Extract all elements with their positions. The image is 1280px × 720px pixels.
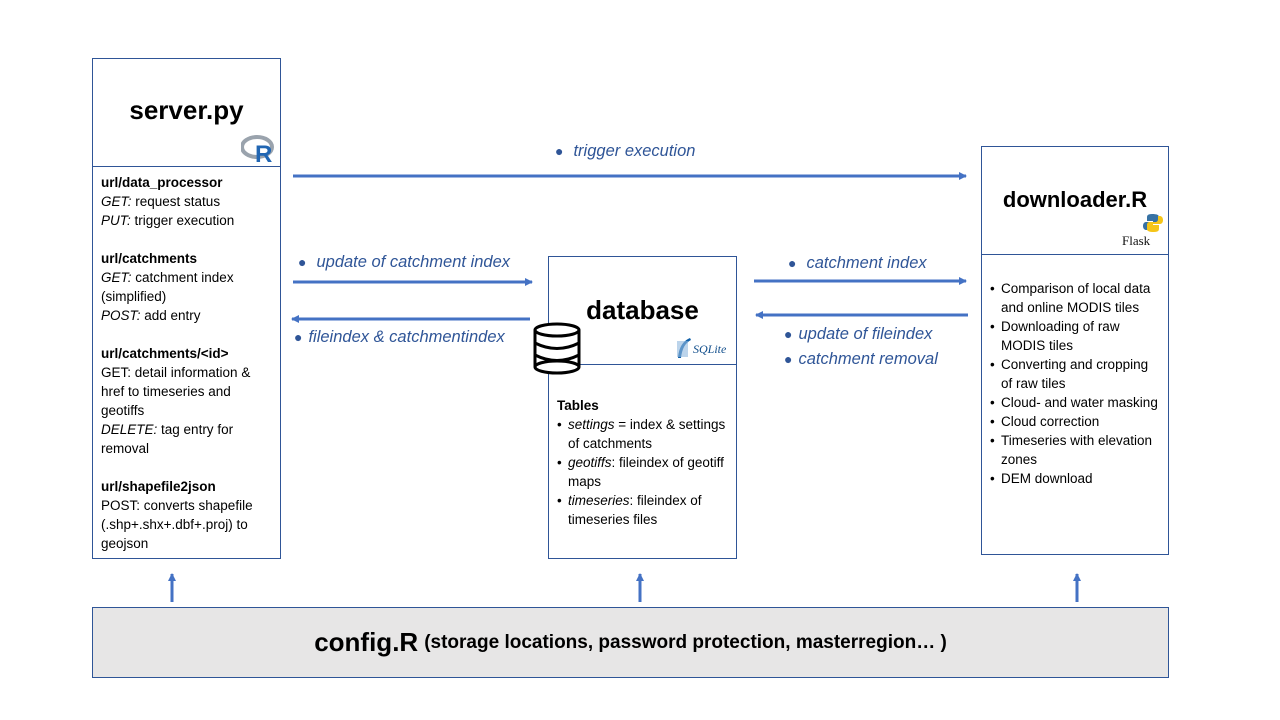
sqlite-logo-text: SQLite bbox=[693, 342, 727, 356]
endpoint-line: PUT: trigger execution bbox=[101, 211, 274, 230]
method-desc: (simplified) bbox=[101, 289, 167, 304]
method-desc: geotiffs bbox=[101, 403, 145, 418]
database-icon bbox=[533, 322, 581, 375]
update-catchment-index-text: update of catchment index bbox=[316, 253, 511, 271]
server-title: server.py bbox=[129, 95, 244, 125]
update-catchment-index-label: ●update of catchment index bbox=[298, 253, 511, 271]
config-subtitle: (storage locations, password protection,… bbox=[424, 631, 947, 653]
endpoint-line: href to timeseries and bbox=[101, 382, 274, 401]
endpoint-shapefile2json: url/shapefile2json bbox=[101, 479, 216, 494]
list-item: Cloud- and water masking bbox=[990, 393, 1162, 412]
endpoint-line: GET: catchment index bbox=[101, 268, 274, 287]
method-desc: add entry bbox=[140, 308, 201, 323]
method-label: GET: bbox=[101, 270, 132, 285]
method-desc: (.shp+.shx+.dbf+.proj) to bbox=[101, 517, 248, 532]
catchment-removal-label: ●catchment removal bbox=[784, 350, 938, 368]
python-logo-icon bbox=[1143, 214, 1163, 232]
table-name: geotiffs bbox=[568, 455, 612, 470]
database-box: database SQLite Tables settings = index … bbox=[548, 256, 737, 559]
fileindex-label-text: fileindex & catchmentindex bbox=[308, 328, 505, 346]
endpoint-line: GET: request status bbox=[101, 192, 274, 211]
list-item: settings = index & settings of catchment… bbox=[557, 415, 730, 453]
downloader-header: downloader.R Flask bbox=[982, 147, 1168, 255]
endpoint-line: geojson bbox=[101, 534, 274, 553]
endpoint-line: DELETE: tag entry for bbox=[101, 420, 274, 439]
endpoint-line: GET: detail information & bbox=[101, 363, 274, 382]
list-item: Timeseries with elevation zones bbox=[990, 431, 1162, 469]
tables-heading: Tables bbox=[557, 398, 599, 413]
r-logo-icon: R bbox=[241, 135, 274, 163]
list-item: Converting and cropping of raw tiles bbox=[990, 355, 1162, 393]
table-desc: : fileindex of geotiff maps bbox=[568, 455, 724, 489]
config-bar: config.R (storage locations, password pr… bbox=[92, 607, 1169, 678]
server-header: server.py R bbox=[93, 59, 280, 167]
trigger-label-text: trigger execution bbox=[573, 142, 696, 160]
list-item: Downloading of raw MODIS tiles bbox=[990, 317, 1162, 355]
list-item: timeseries: fileindex of timeseries file… bbox=[557, 491, 730, 529]
database-header: database SQLite bbox=[549, 257, 736, 365]
endpoint-line: (simplified) bbox=[101, 287, 274, 306]
trigger-label: ●trigger execution bbox=[555, 142, 696, 160]
sqlite-logo-icon: SQLite bbox=[675, 337, 731, 359]
flask-logo-text: Flask bbox=[1122, 233, 1151, 248]
endpoint-line: (.shp+.shx+.dbf+.proj) to bbox=[101, 515, 274, 534]
endpoint-line: POST: add entry bbox=[101, 306, 274, 325]
method-label: POST: bbox=[101, 308, 141, 323]
endpoint-data-processor: url/data_processor bbox=[101, 175, 223, 190]
catchment-removal-text: catchment removal bbox=[798, 350, 938, 368]
server-box: server.py R url/data_processor GET: requ… bbox=[92, 58, 281, 559]
downloader-title: downloader.R bbox=[1002, 187, 1148, 212]
table-desc: : fileindex of timeseries files bbox=[568, 493, 702, 527]
method-label: PUT: bbox=[101, 213, 131, 228]
downloader-content: Comparison of local data and online MODI… bbox=[990, 279, 1162, 488]
update-fileindex-label: ●update of fileindex bbox=[784, 325, 933, 343]
table-name: timeseries bbox=[568, 493, 630, 508]
method-desc: POST: converts shapefile bbox=[101, 498, 253, 513]
downloader-tasks-list: Comparison of local data and online MODI… bbox=[990, 279, 1162, 488]
tables-list: settings = index & settings of catchment… bbox=[557, 415, 730, 529]
endpoint-catchment-id: url/catchments/<id> bbox=[101, 346, 229, 361]
catchment-index-text: catchment index bbox=[806, 254, 927, 272]
endpoint-line: POST: converts shapefile bbox=[101, 496, 274, 515]
sqlite-feather-icon bbox=[677, 338, 691, 358]
endpoint-catchments: url/catchments bbox=[101, 251, 198, 266]
downloader-box: downloader.R Flask Comparison of local d… bbox=[981, 146, 1169, 555]
method-desc: request status bbox=[131, 194, 221, 209]
flask-python-logo-icon: Flask bbox=[1122, 213, 1166, 251]
method-label: DELETE: bbox=[101, 422, 158, 437]
table-name: settings bbox=[568, 417, 615, 432]
svg-text:R: R bbox=[255, 141, 272, 163]
list-item: DEM download bbox=[990, 469, 1162, 488]
method-desc: trigger execution bbox=[130, 213, 235, 228]
fileindex-label: ●fileindex & catchmentindex bbox=[294, 328, 505, 346]
method-desc: removal bbox=[101, 441, 150, 456]
list-item: Cloud correction bbox=[990, 412, 1162, 431]
list-item: Comparison of local data and online MODI… bbox=[990, 279, 1162, 317]
method-desc: href to timeseries and bbox=[101, 384, 231, 399]
method-desc: tag entry for bbox=[157, 422, 234, 437]
server-content: url/data_processor GET: request status P… bbox=[101, 173, 274, 553]
list-item: geotiffs: fileindex of geotiff maps bbox=[557, 453, 730, 491]
method-label: GET: bbox=[101, 194, 132, 209]
database-content: Tables settings = index & settings of ca… bbox=[557, 396, 730, 529]
method-desc: geojson bbox=[101, 536, 149, 551]
table-desc: = index & settings of catchments bbox=[568, 417, 726, 451]
database-title: database bbox=[586, 295, 699, 325]
method-desc: catchment index bbox=[131, 270, 234, 285]
endpoint-line: geotiffs bbox=[101, 401, 274, 420]
method-desc: GET: detail information & bbox=[101, 365, 251, 380]
update-fileindex-text: update of fileindex bbox=[798, 325, 933, 343]
endpoint-line: removal bbox=[101, 439, 274, 458]
catchment-index-label: ●catchment index bbox=[788, 254, 927, 272]
config-title: config.R bbox=[314, 627, 419, 657]
